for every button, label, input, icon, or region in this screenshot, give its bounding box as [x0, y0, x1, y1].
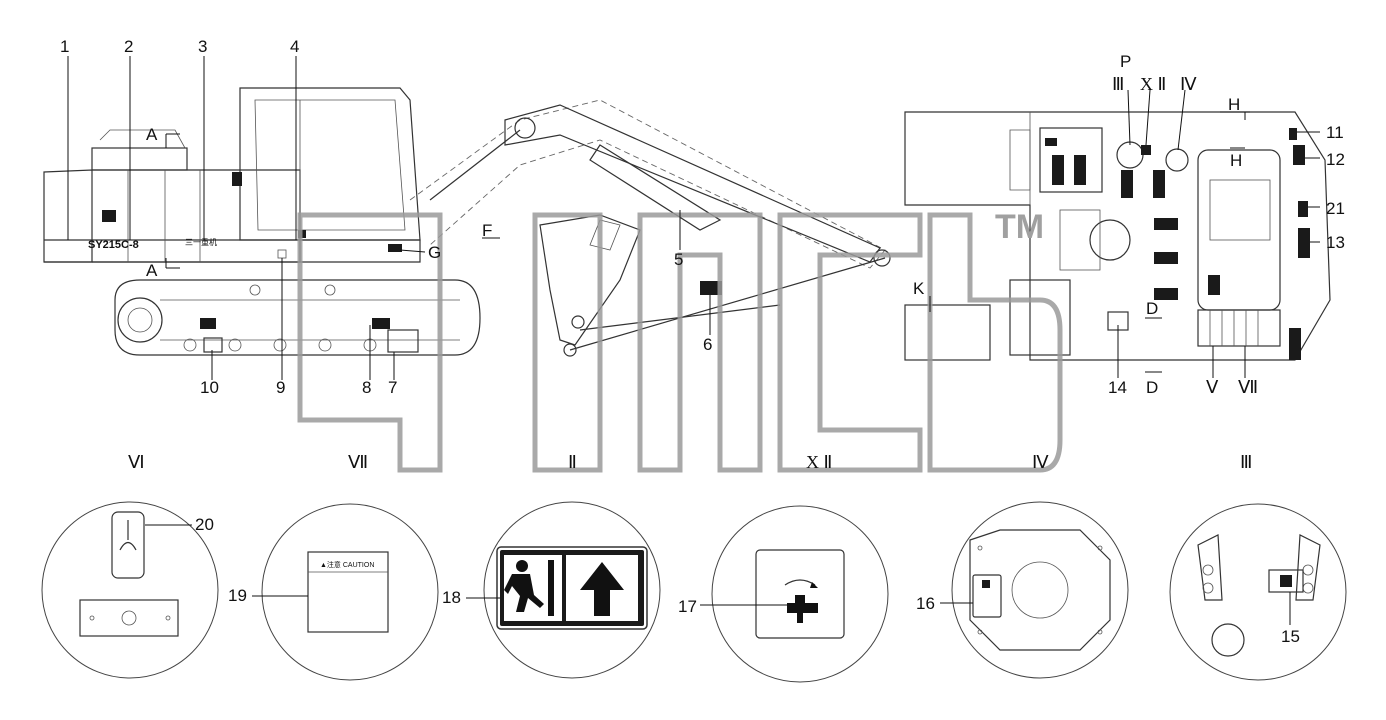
- detail-iii: [1169, 503, 1347, 681]
- label-2: 2: [124, 37, 133, 56]
- excavator-side-view: SY215C-8 三一重机: [43, 87, 891, 357]
- roman-row-iii: Ⅲ: [1240, 452, 1252, 472]
- roman-right-v: Ⅴ: [1206, 377, 1219, 397]
- excavator-top-view: [904, 111, 1331, 361]
- label-13: 13: [1326, 233, 1345, 252]
- detail-vi: [41, 501, 219, 679]
- model-decal: SY215C-8: [88, 239, 139, 251]
- label-7: 7: [388, 378, 397, 397]
- letter-h-top: H: [1228, 95, 1240, 114]
- roman-right-vii: Ⅶ: [1238, 377, 1258, 397]
- roman-row-vii: Ⅶ: [348, 452, 368, 472]
- label-11: 11: [1326, 123, 1344, 142]
- label-20: 20: [195, 515, 214, 534]
- label-5: 5: [674, 250, 683, 269]
- label-4: 4: [290, 37, 299, 56]
- label-17: 17: [678, 597, 697, 616]
- letter-a-bottom: A: [146, 261, 158, 280]
- label-1: 1: [60, 37, 69, 56]
- label-15: 15: [1281, 627, 1300, 646]
- brand-decal: 三一重机: [185, 237, 217, 247]
- roman-row-xii: X Ⅱ: [806, 452, 832, 472]
- caution-decal-text: ▲注意 CAUTION: [320, 560, 374, 569]
- letter-d-bottom: D: [1146, 378, 1158, 397]
- letter-p: P: [1120, 52, 1131, 71]
- label-19: 19: [228, 586, 247, 605]
- detail-ii: [466, 501, 661, 679]
- watermark-text: TM: [995, 208, 1044, 246]
- letter-h-bottom: H: [1230, 151, 1242, 170]
- roman-top-iv: Ⅳ: [1180, 74, 1197, 94]
- letter-f: F: [482, 221, 492, 240]
- label-12: 12: [1326, 150, 1345, 169]
- watermark: TM: [297, 208, 1063, 473]
- roman-row-ii: Ⅱ: [568, 452, 577, 472]
- detail-xii: [700, 505, 889, 683]
- letter-d-top: D: [1146, 299, 1158, 318]
- label-18: 18: [442, 588, 461, 607]
- label-6: 6: [703, 335, 712, 354]
- roman-numerals: Ⅲ X Ⅱ Ⅳ Ⅴ Ⅶ Ⅵ Ⅶ Ⅱ X Ⅱ Ⅳ Ⅲ: [128, 74, 1258, 472]
- roman-top-iii: Ⅲ: [1112, 74, 1124, 94]
- label-21: 21: [1326, 199, 1345, 218]
- letter-a-top: A: [146, 125, 158, 144]
- label-3: 3: [198, 37, 207, 56]
- roman-top-xii: X Ⅱ: [1140, 74, 1166, 94]
- label-9: 9: [276, 378, 285, 397]
- detail-iv: [940, 501, 1129, 679]
- item-numbers: 1 2 3 4 5 6 7 8 9 10 11 12 13 14 15 16 1…: [60, 37, 1345, 646]
- label-14: 14: [1108, 378, 1127, 397]
- roman-row-iv: Ⅳ: [1032, 452, 1049, 472]
- letter-k: K: [913, 279, 925, 298]
- detail-vii: ▲注意 CAUTION: [252, 503, 439, 681]
- roman-row-vi: Ⅵ: [128, 452, 145, 472]
- label-16: 16: [916, 594, 935, 613]
- view-letters: A A F G H H K D D P: [146, 52, 1242, 397]
- label-8: 8: [362, 378, 371, 397]
- leader-lines: [67, 56, 1320, 380]
- label-10: 10: [200, 378, 219, 397]
- letter-g: G: [428, 243, 441, 262]
